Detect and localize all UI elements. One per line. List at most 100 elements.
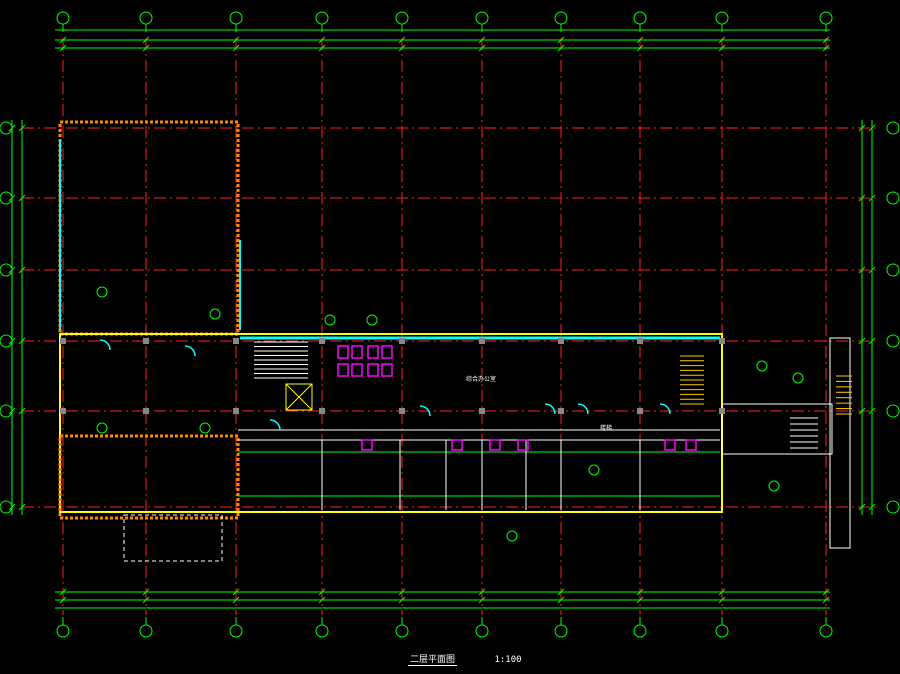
- dim-tick: [636, 588, 644, 596]
- dim-tick: [142, 36, 150, 44]
- axis-bubble: [0, 334, 13, 348]
- dim-tick: [868, 337, 876, 345]
- axis-bubble: [229, 624, 243, 638]
- drawing-scale: 1:100: [494, 655, 522, 665]
- axis-bubble: [229, 11, 243, 25]
- column: [479, 338, 485, 344]
- axis-bubble: [715, 624, 729, 638]
- axis-bubble: [475, 11, 489, 25]
- dim-tick: [822, 44, 830, 52]
- room-label-office: 综合办公室: [466, 375, 496, 383]
- dim-tick: [398, 596, 406, 604]
- dim-tick: [142, 588, 150, 596]
- dimension-lines: [8, 29, 876, 609]
- dim-tick: [868, 194, 876, 202]
- right-balcony: [829, 337, 851, 549]
- dim-tick: [18, 337, 26, 345]
- dim-tick: [557, 596, 565, 604]
- axis-bubble: [56, 624, 70, 638]
- toilet-fixture: [351, 345, 363, 359]
- left-wing-outline: [58, 120, 240, 336]
- axis-bubble: [139, 624, 153, 638]
- dim-tick: [478, 588, 486, 596]
- axis-bubble: [886, 121, 900, 135]
- axis-bubble: [315, 624, 329, 638]
- column: [637, 408, 643, 414]
- lower-left-room: [58, 434, 240, 520]
- column: [319, 338, 325, 344]
- dim-tick: [858, 266, 866, 274]
- dim-tick: [18, 194, 26, 202]
- axis-bubble: [0, 404, 13, 418]
- wc-fixture: [685, 439, 697, 451]
- dim-tick: [718, 596, 726, 604]
- dim-tick: [478, 36, 486, 44]
- axis-bubble: [886, 334, 900, 348]
- toilet-fixture: [381, 363, 393, 377]
- dim-tick: [142, 596, 150, 604]
- dim-tick: [858, 337, 866, 345]
- column: [60, 408, 66, 414]
- wc-fixture: [451, 439, 463, 451]
- dim-tick: [318, 36, 326, 44]
- column: [558, 408, 564, 414]
- axis-bubble: [395, 11, 409, 25]
- toilet-fixture: [337, 363, 349, 377]
- axis-bubble: [395, 624, 409, 638]
- dim-tick: [59, 588, 67, 596]
- column: [319, 408, 325, 414]
- dim-tick: [232, 596, 240, 604]
- axis-grid-horizontal: [22, 127, 878, 508]
- detail-bubble: [756, 360, 768, 372]
- toilet-fixture: [367, 363, 379, 377]
- dim-tick: [398, 36, 406, 44]
- dim-tick: [18, 407, 26, 415]
- dim-tick: [822, 36, 830, 44]
- dim-tick: [478, 596, 486, 604]
- column: [637, 338, 643, 344]
- door-swing: [269, 419, 281, 431]
- detail-bubble: [96, 422, 108, 434]
- main-block-outline: [59, 333, 723, 513]
- door-swing: [99, 339, 111, 351]
- drawing-title: 二层平面图: [408, 652, 458, 666]
- axis-bubble: [56, 11, 70, 25]
- dim-tick: [232, 588, 240, 596]
- dim-tick: [18, 124, 26, 132]
- dim-tick: [718, 588, 726, 596]
- dim-tick: [59, 596, 67, 604]
- detail-bubble: [199, 422, 211, 434]
- dim-tick: [557, 588, 565, 596]
- axis-grid-vertical: [62, 38, 827, 615]
- dim-tick: [822, 596, 830, 604]
- toilet-fixture: [351, 363, 363, 377]
- column: [399, 408, 405, 414]
- dim-tick: [18, 266, 26, 274]
- dim-tick: [318, 44, 326, 52]
- door-swing: [544, 403, 556, 415]
- column: [233, 408, 239, 414]
- column: [558, 338, 564, 344]
- axis-bubbles: [0, 11, 900, 638]
- drawing-title-block: 二层平面图 1:100: [408, 652, 522, 666]
- wc-fixture: [361, 439, 373, 451]
- axis-bubble: [633, 624, 647, 638]
- column: [233, 338, 239, 344]
- axis-bubble: [0, 263, 13, 277]
- axis-bubble: [886, 404, 900, 418]
- dim-tick: [142, 44, 150, 52]
- dim-tick: [636, 44, 644, 52]
- door-swing: [659, 403, 671, 415]
- detail-bubble: [209, 308, 221, 320]
- dim-tick: [398, 44, 406, 52]
- dim-tick: [868, 266, 876, 274]
- axis-bubble: [475, 624, 489, 638]
- axis-bubble: [0, 191, 13, 205]
- column: [399, 338, 405, 344]
- toilet-fixture: [367, 345, 379, 359]
- column: [719, 338, 725, 344]
- right-annex: [721, 403, 833, 455]
- axis-bubble: [886, 500, 900, 514]
